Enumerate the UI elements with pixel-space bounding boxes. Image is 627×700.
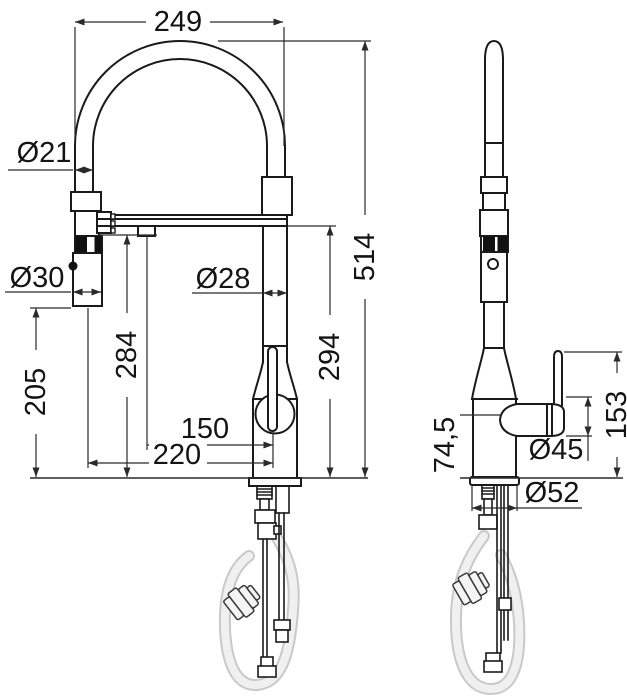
dimension-annotations: 249 Ø21 Ø30 205 284 Ø28 294 514 150 220 … xyxy=(5,3,627,512)
base-flange-side xyxy=(469,476,520,486)
handle-housing xyxy=(498,403,565,437)
spray-button xyxy=(68,261,78,271)
front-supply-hose xyxy=(218,527,300,691)
side-hose-tube xyxy=(483,39,505,178)
label-outlet-height: 284 xyxy=(111,331,143,379)
front-view xyxy=(68,40,302,691)
front-hose-nut-cluster xyxy=(223,584,261,621)
lever-front xyxy=(267,346,278,432)
label-dock-offset: 150 xyxy=(181,413,229,445)
dim-handle-height xyxy=(564,351,627,477)
dim-body-height xyxy=(431,404,501,486)
label-head-height: 205 xyxy=(20,368,52,416)
label-handle-height: 153 xyxy=(601,391,627,439)
dim-outlet-height xyxy=(100,234,157,477)
handle-housing-seams xyxy=(546,403,553,437)
spout-holder-sleeve xyxy=(261,176,293,216)
label-total-height: 514 xyxy=(349,233,381,281)
label-spout-height: 294 xyxy=(314,333,346,381)
label-arc-width: 249 xyxy=(154,6,202,38)
base-flange-front xyxy=(248,477,302,487)
dim-body-dia xyxy=(566,396,592,461)
dim-base-dia xyxy=(471,486,582,512)
spray-head-front xyxy=(68,191,116,307)
side-body xyxy=(470,301,518,478)
dim-arc-width xyxy=(74,3,285,146)
label-reach: 220 xyxy=(153,439,201,471)
label-hose-dia: Ø21 xyxy=(17,137,72,169)
spray-button-side xyxy=(487,258,499,270)
dim-total-height xyxy=(218,40,380,477)
lever-side xyxy=(553,349,563,406)
label-body-height: 74,5 xyxy=(429,417,461,473)
label-base-dia: Ø52 xyxy=(525,477,580,509)
label-body-dia: Ø45 xyxy=(529,434,584,466)
spout-arm xyxy=(109,214,288,227)
dim-reach xyxy=(87,308,273,468)
side-underdeck-fittings xyxy=(478,484,512,673)
spring-hose-arch xyxy=(73,40,287,193)
label-column-dia: Ø28 xyxy=(196,263,251,295)
dim-spout-height xyxy=(288,225,345,477)
side-hose-nut-cluster xyxy=(452,571,490,606)
magnetic-dock-clamp xyxy=(96,211,112,234)
spray-head-side xyxy=(479,176,509,303)
label-head-dia: Ø30 xyxy=(10,262,65,294)
side-view xyxy=(449,39,565,695)
dim-head-height xyxy=(22,307,71,477)
